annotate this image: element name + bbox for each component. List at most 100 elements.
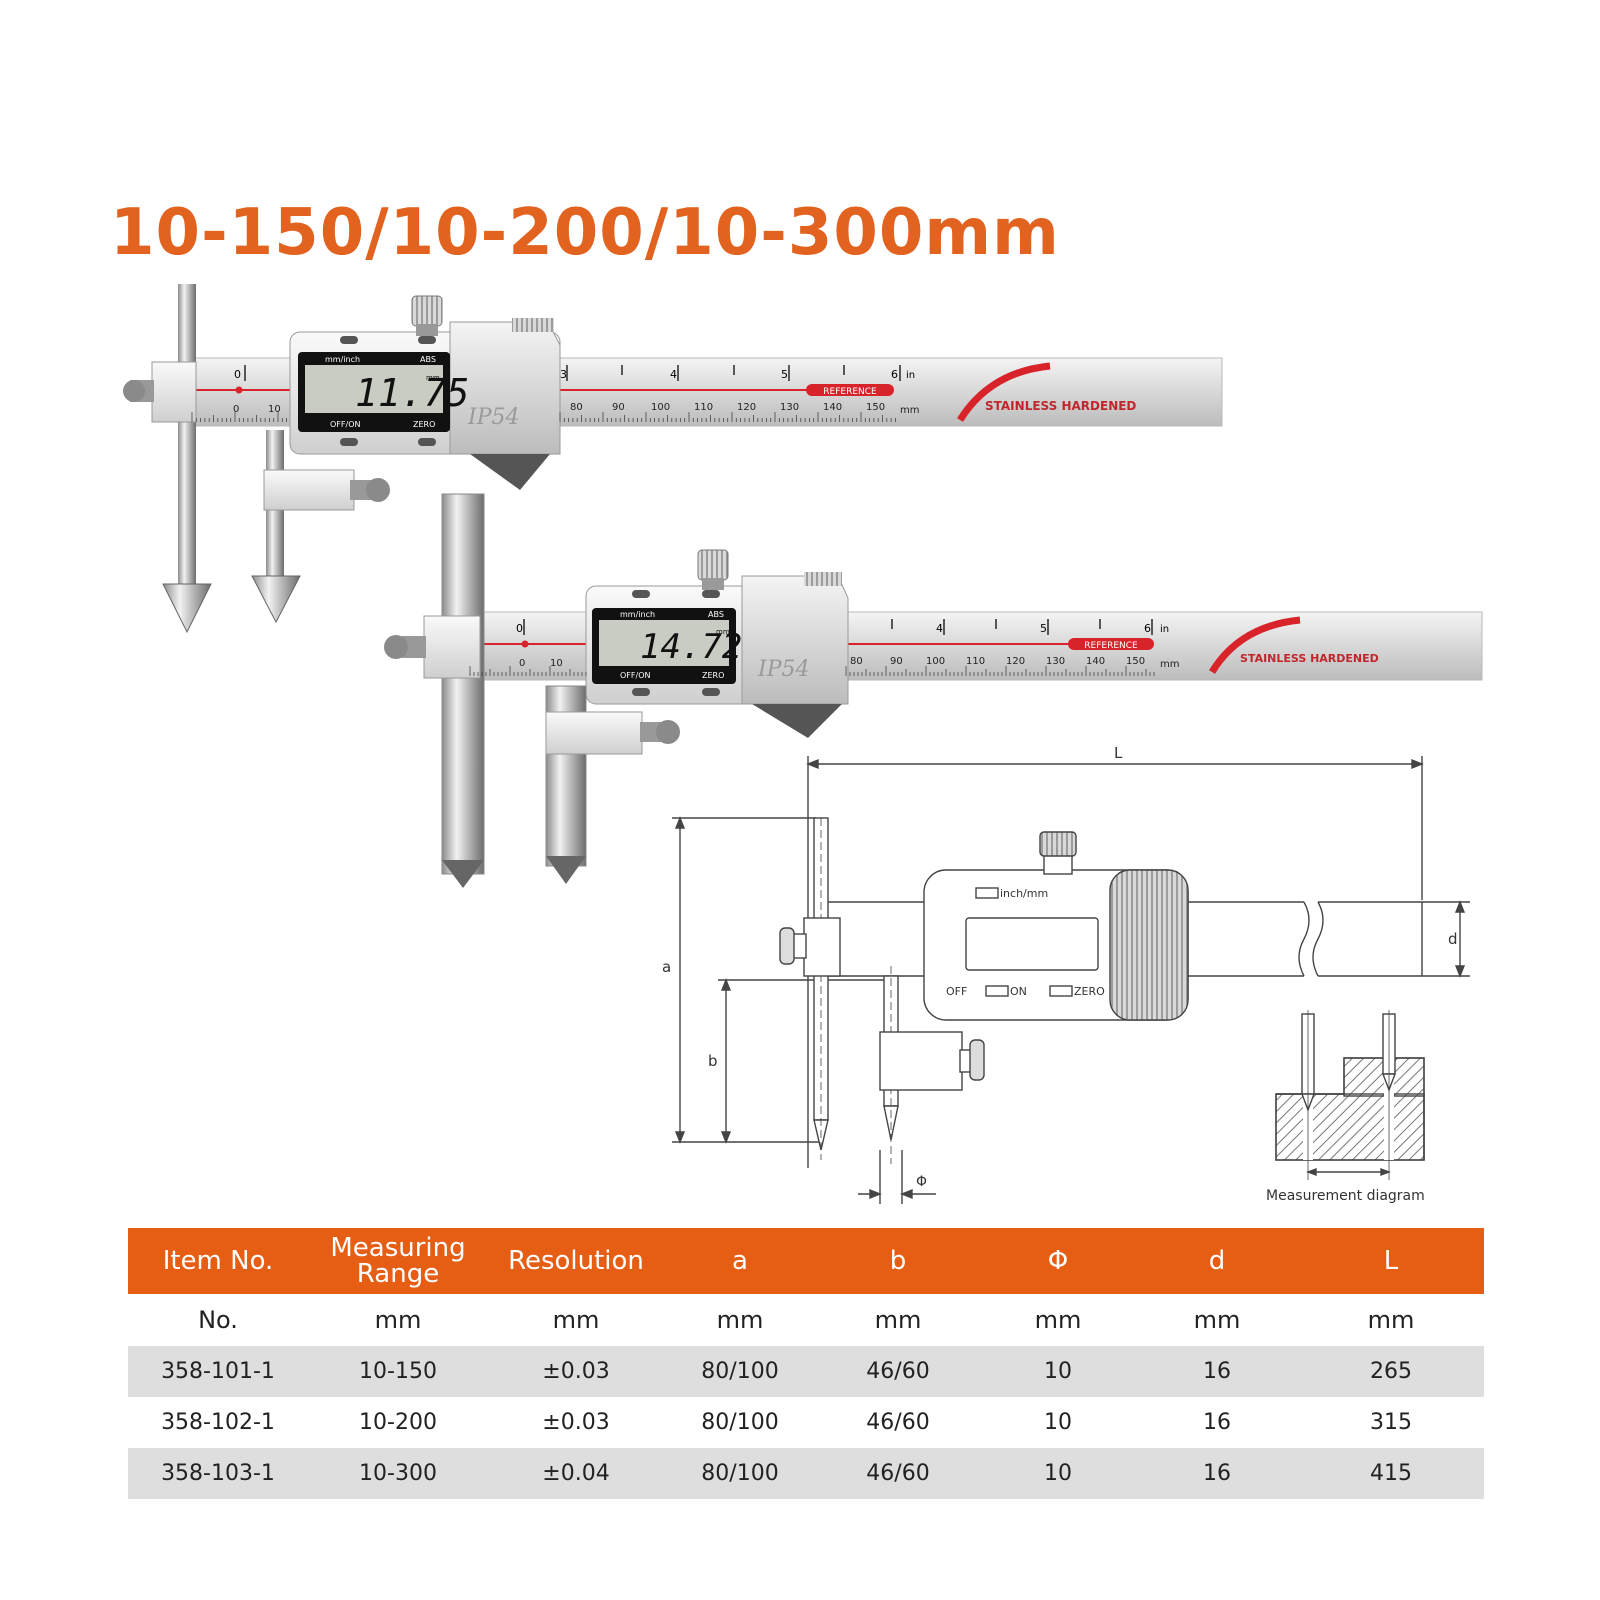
caliper-top-mm-10: 10 bbox=[268, 404, 281, 415]
table-cell: 80/100 bbox=[664, 1346, 816, 1397]
unit-cell: mm bbox=[1193, 1306, 1241, 1334]
caliper-bottom-btn-zero[interactable]: ZERO bbox=[702, 671, 724, 680]
caliper-top-lcd-mode: mm/inch bbox=[325, 355, 360, 364]
caliper-top-mm-0: 0 bbox=[233, 404, 239, 415]
caliper-bottom-lcd-mode: mm/inch bbox=[620, 610, 655, 619]
caliper-bottom-lock-knob-left[interactable] bbox=[384, 635, 408, 659]
table-row: 358-103-1 10-300 ±0.04 80/100 46/60 10 1… bbox=[128, 1448, 1484, 1499]
table-cell: 10-300 bbox=[308, 1448, 488, 1499]
table-cell: 46/60 bbox=[816, 1346, 980, 1397]
caliper-bottom-btn-off-on[interactable]: OFF/ON bbox=[620, 671, 650, 680]
dim-label-b: b bbox=[708, 1052, 718, 1070]
caliper-bottom-mm-100: 100 bbox=[926, 656, 945, 667]
measurement-diagram-caption: Measurement diagram bbox=[1266, 1188, 1425, 1204]
dim-label-d: d bbox=[1448, 930, 1458, 948]
caliper-bottom-mm-150: 150 bbox=[1126, 656, 1145, 667]
caliper-bottom-mm-110: 110 bbox=[966, 656, 985, 667]
table-cell: 415 bbox=[1298, 1448, 1484, 1499]
table-cell: 10-200 bbox=[359, 1410, 437, 1435]
caliper-bottom-mm-90: 90 bbox=[890, 656, 903, 667]
caliper-bottom-mm-ticks bbox=[469, 666, 587, 676]
table-cell: 10 bbox=[980, 1448, 1136, 1499]
table-cell: 10 bbox=[1044, 1410, 1072, 1435]
header-resolution: Resolution bbox=[488, 1228, 664, 1294]
header-phi: Φ bbox=[980, 1228, 1136, 1294]
caliper-top-inch-4: 4 bbox=[670, 368, 677, 381]
caliper-top-lock-knob-left[interactable] bbox=[123, 380, 145, 402]
table-cell: 358-103-1 bbox=[128, 1448, 308, 1499]
caliper-top-mm-ticks-right bbox=[559, 412, 896, 422]
caliper-bottom-lcd bbox=[599, 620, 729, 666]
caliper-top-mm-80: 80 bbox=[570, 402, 583, 413]
caliper-bottom-lcd-unit: mm bbox=[716, 628, 730, 636]
caliper-top-lcd bbox=[305, 365, 443, 413]
caliper-top-mm-ticks bbox=[191, 412, 288, 422]
unit-cell: mm bbox=[374, 1306, 422, 1334]
page-title: 10-150/10-200/10-300mm bbox=[110, 196, 1060, 270]
diagram-inch-mm: inch/mm bbox=[1000, 887, 1048, 900]
table-cell: 358-102-1 bbox=[161, 1410, 275, 1435]
caliper-bottom: 0 4 5 6 in 0 10 80 90 100 110 120 130 14… bbox=[384, 493, 1483, 888]
table-cell: 10-150 bbox=[308, 1346, 488, 1397]
table-cell: 10 bbox=[980, 1346, 1136, 1397]
caliper-bottom-mm-ticks-right bbox=[845, 666, 1155, 676]
caliper-top-lcd-abs: ABS bbox=[420, 355, 436, 364]
caliper-top-lock-knob-right[interactable] bbox=[366, 478, 390, 502]
table-cell: 16 bbox=[1203, 1410, 1231, 1435]
dim-label-L: L bbox=[1114, 744, 1123, 762]
header-measuring-range: Measuring Range bbox=[308, 1228, 488, 1294]
spec-table-header-row: Item No. Measuring Range Resolution a b … bbox=[128, 1228, 1484, 1294]
caliper-top: 0 3 4 5 6 in 0 10 80 90 100 110 120 130 … bbox=[123, 284, 1223, 634]
header-measuring-range-text: Measuring Range bbox=[330, 1233, 466, 1289]
header-item-no: Item No. bbox=[128, 1228, 308, 1294]
caliper-top-mm-140: 140 bbox=[823, 402, 842, 413]
caliper-bottom-mm-10: 10 bbox=[550, 658, 563, 669]
caliper-bottom-inch-6: 6 bbox=[1144, 622, 1151, 635]
unit-cell: mm bbox=[1034, 1306, 1082, 1334]
spec-table: Item No. Measuring Range Resolution a b … bbox=[128, 1228, 1484, 1499]
table-cell: 80/100 bbox=[701, 1410, 779, 1435]
caliper-bottom-ip54: IP54 bbox=[757, 657, 810, 682]
caliper-bottom-lcd-abs: ABS bbox=[708, 610, 724, 619]
caliper-top-btn-off-on[interactable]: OFF/ON bbox=[330, 420, 360, 429]
table-cell: 46/60 bbox=[816, 1448, 980, 1499]
caliper-top-mm-unit: mm bbox=[900, 405, 919, 416]
caliper-top-reference: REFERENCE bbox=[823, 387, 877, 397]
dim-label-phi: Φ bbox=[916, 1174, 927, 1190]
caliper-top-inch-5: 5 bbox=[781, 368, 788, 381]
table-cell: ±0.03 bbox=[542, 1410, 610, 1435]
table-cell: 80/100 bbox=[664, 1448, 816, 1499]
table-cell: 265 bbox=[1298, 1346, 1484, 1397]
unit-cell: mm bbox=[1367, 1306, 1415, 1334]
header-d: d bbox=[1136, 1228, 1298, 1294]
unit-cell: mm bbox=[874, 1306, 922, 1334]
table-cell: ±0.03 bbox=[488, 1346, 664, 1397]
header-L: L bbox=[1298, 1228, 1484, 1294]
caliper-top-inch-3: 3 bbox=[560, 368, 567, 381]
technical-drawing bbox=[672, 756, 1470, 1204]
caliper-bottom-stainless: STAINLESS HARDENED bbox=[1240, 652, 1379, 665]
unit-cell: mm bbox=[716, 1306, 764, 1334]
caliper-bottom-mm-120: 120 bbox=[1006, 656, 1025, 667]
caliper-bottom-reference: REFERENCE bbox=[1084, 641, 1138, 651]
caliper-top-mm-150: 150 bbox=[866, 402, 885, 413]
dim-label-a: a bbox=[662, 958, 671, 976]
caliper-top-btn-zero[interactable]: ZERO bbox=[413, 420, 435, 429]
diagram-zero: ZERO bbox=[1074, 985, 1105, 998]
spec-table-units-row: No. mm mm mm mm mm mm mm bbox=[128, 1294, 1484, 1346]
header-b: b bbox=[816, 1228, 980, 1294]
table-row: 358-101-1 10-150 ±0.03 80/100 46/60 10 1… bbox=[128, 1346, 1484, 1397]
caliper-bottom-mm-0: 0 bbox=[519, 658, 525, 669]
caliper-top-lcd-unit: mm bbox=[426, 374, 440, 382]
caliper-bottom-mm-130: 130 bbox=[1046, 656, 1065, 667]
caliper-top-stainless: STAINLESS HARDENED bbox=[985, 399, 1136, 413]
unit-cell: mm bbox=[552, 1306, 600, 1334]
caliper-bottom-lock-knob-right[interactable] bbox=[656, 720, 680, 744]
unit-cell: No. bbox=[198, 1306, 238, 1334]
caliper-top-mm-110: 110 bbox=[694, 402, 713, 413]
caliper-bottom-inch-0: 0 bbox=[516, 622, 523, 635]
diagram-on: ON bbox=[1010, 985, 1027, 998]
caliper-top-mm-130: 130 bbox=[780, 402, 799, 413]
diagram-off: OFF bbox=[946, 985, 967, 998]
